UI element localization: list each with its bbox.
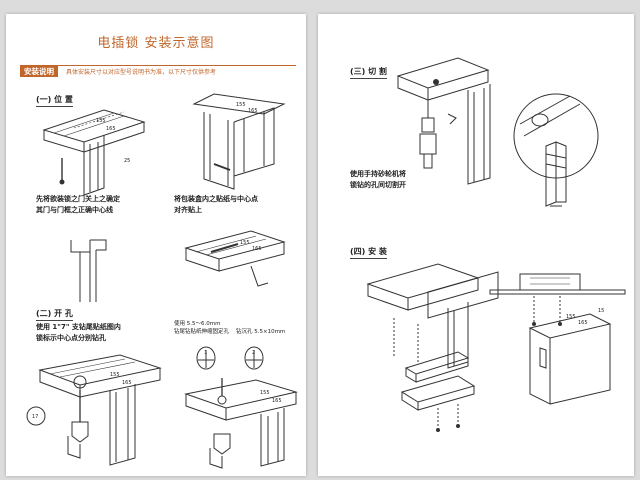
dimension-label: 155 — [240, 240, 250, 246]
install-figure-b: 155 165 15 — [490, 264, 630, 414]
dimension-label: 165 — [122, 380, 132, 386]
step-badge-2: 2 — [252, 350, 255, 356]
door-frame-figure — [66, 232, 116, 304]
dimension-label: 155 — [96, 118, 106, 124]
install-figure-a — [358, 258, 523, 432]
step4-heading: (四) 安 装 — [350, 246, 387, 259]
right-page: (三) 切 割 使用手持砂轮机将 锁钻的孔间切割开 — [318, 14, 634, 476]
step3-heading: (三) 切 割 — [350, 66, 387, 79]
step1-caption-a: 先将欲装锁之门关上之确定 其门与门框之正确中心线 — [36, 195, 120, 214]
dimension-label: 155 — [566, 314, 576, 320]
step2-caption-b: 使用 5.5～6.0mm 钻尾钻贴纸伸缩固定孔 — [174, 321, 230, 335]
cutting-figure-a — [388, 54, 508, 194]
dimension-label: 155 — [260, 390, 270, 396]
dimension-label: 155 — [236, 102, 246, 108]
step2-caption-a: 使用 1"7" 支钻尾贴纸图内 锁标示中心点分别钻孔 — [36, 323, 121, 342]
notice-text: 具体安装尺寸以对应型号说明书为准，以下尺寸仅供参考 — [66, 69, 217, 76]
step2-heading: (二) 开 孔 — [36, 308, 73, 321]
cutting-detail-figure — [510, 84, 602, 214]
dimension-label: 165 — [252, 246, 262, 252]
step-badge-1: 1 — [204, 350, 207, 356]
position-figure-a: 155 165 25 — [24, 100, 154, 200]
position-figure-c: 155 165 — [176, 226, 291, 296]
drilling-figure-a: 17 155 165 — [20, 350, 165, 470]
notice-band: 安装说明 具体安装尺寸以对应型号说明书为准，以下尺寸仅供参考 — [20, 65, 296, 77]
drilling-figure-b: 1 2 155 165 — [176, 344, 301, 470]
step1-heading: (一) 位 置 — [36, 94, 73, 107]
dimension-label: 165 — [248, 108, 258, 114]
notice-tag: 安装说明 — [20, 66, 58, 77]
dimension-label: 155 — [110, 372, 120, 378]
dimension-label: 25 — [124, 158, 130, 164]
step1-caption-b: 将包装盒内之贴纸与中心点 对齐贴上 — [174, 195, 258, 214]
left-page: 电插锁 安装示意图 安装说明 具体安装尺寸以对应型号说明书为准，以下尺寸仅供参考… — [6, 14, 306, 476]
dimension-label: 165 — [578, 320, 588, 326]
step3-caption: 使用手持砂轮机将 锁钻的孔间切割开 — [350, 170, 406, 189]
svg-text:17: 17 — [32, 414, 38, 420]
step2-caption-c: 钻沉孔 5.5×10mm — [236, 329, 286, 335]
dimension-label: 15 — [598, 308, 604, 314]
dimension-label: 165 — [272, 398, 282, 404]
page-title: 电插锁 安装示意图 — [97, 36, 215, 51]
drill-size-badge — [27, 407, 45, 425]
dimension-label: 165 — [106, 126, 116, 132]
position-figure-b: 155 165 — [174, 94, 294, 194]
